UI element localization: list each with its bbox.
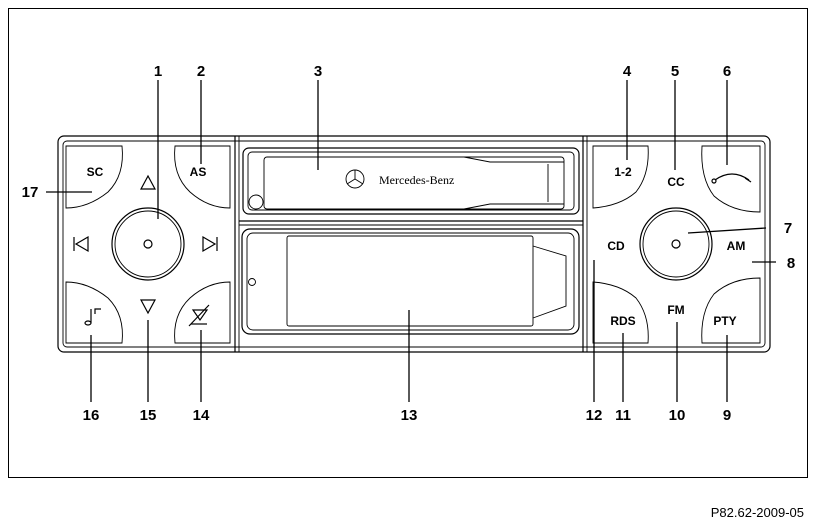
right-control-cluster: 1-2 CC CD AM RDS FM PTY [592, 145, 761, 344]
callout-15: 15 [140, 407, 157, 424]
petal-upper-right-r[interactable] [701, 145, 761, 213]
right-knob-inner [642, 210, 710, 278]
cd-button[interactable]: CD [607, 239, 625, 253]
petal-upper-left[interactable] [65, 145, 123, 209]
petal-lower-left[interactable] [65, 281, 123, 344]
callout-17: 17 [22, 184, 39, 201]
callout-numbers: 1 2 3 4 5 6 7 8 9 10 11 12 13 14 15 16 1… [22, 63, 796, 424]
right-knob-outer[interactable] [639, 207, 713, 281]
one-two-button[interactable]: 1-2 [614, 165, 632, 179]
callout-13: 13 [401, 407, 418, 424]
sc-button[interactable]: SC [87, 165, 104, 179]
callout-2: 2 [197, 63, 205, 80]
callout-3: 3 [314, 63, 322, 80]
radio-faceplate-inner [62, 140, 766, 348]
petal-lower-right[interactable] [174, 281, 231, 344]
petal-lower-left-r[interactable] [592, 281, 649, 344]
cassette-slot[interactable]: Mercedes-Benz [242, 147, 580, 215]
as-button[interactable]: AS [190, 165, 207, 179]
figure-reference-code: P82.62-2009-05 [710, 505, 804, 520]
cc-button[interactable]: CC [667, 175, 685, 189]
skip-back-icon[interactable] [73, 235, 89, 253]
left-control-cluster: SC AS [65, 145, 231, 344]
callout-12: 12 [586, 407, 603, 424]
pty-button[interactable]: PTY [713, 314, 736, 328]
left-knob-inner [114, 210, 182, 278]
phone-handset-icon[interactable] [711, 173, 752, 184]
callout-10: 10 [669, 407, 686, 424]
petal-upper-right[interactable] [174, 145, 231, 209]
skip-forward-icon[interactable] [202, 235, 218, 253]
arrow-down-icon[interactable] [139, 299, 157, 315]
three-pointed-star-icon [345, 169, 365, 189]
callout-leaders [46, 80, 776, 402]
rds-button[interactable]: RDS [610, 314, 635, 328]
callout-1: 1 [154, 63, 162, 80]
callout-11: 11 [615, 407, 631, 424]
figure-frame [8, 8, 808, 478]
callout-6: 6 [723, 63, 731, 80]
left-knob-outer[interactable] [111, 207, 185, 281]
callout-4: 4 [623, 63, 632, 80]
petal-lower-right-r[interactable] [701, 277, 761, 344]
display-panel [241, 228, 580, 335]
callout-14: 14 [193, 407, 210, 424]
knob-icon-right [671, 239, 681, 249]
callout-16: 16 [83, 407, 100, 424]
radio-faceplate [57, 135, 771, 353]
brand-label: Mercedes-Benz [379, 173, 454, 187]
callout-7: 7 [784, 220, 792, 237]
fm-button[interactable]: FM [667, 303, 684, 317]
mute-icon[interactable] [188, 304, 210, 327]
callout-8: 8 [787, 255, 795, 272]
arrow-up-icon[interactable] [139, 174, 157, 190]
am-button[interactable]: AM [727, 239, 746, 253]
petal-upper-left-r[interactable] [592, 145, 649, 209]
music-note-icon[interactable] [84, 308, 101, 326]
knob-icon [143, 239, 153, 249]
callout-9: 9 [723, 407, 731, 424]
callout-5: 5 [671, 63, 679, 80]
